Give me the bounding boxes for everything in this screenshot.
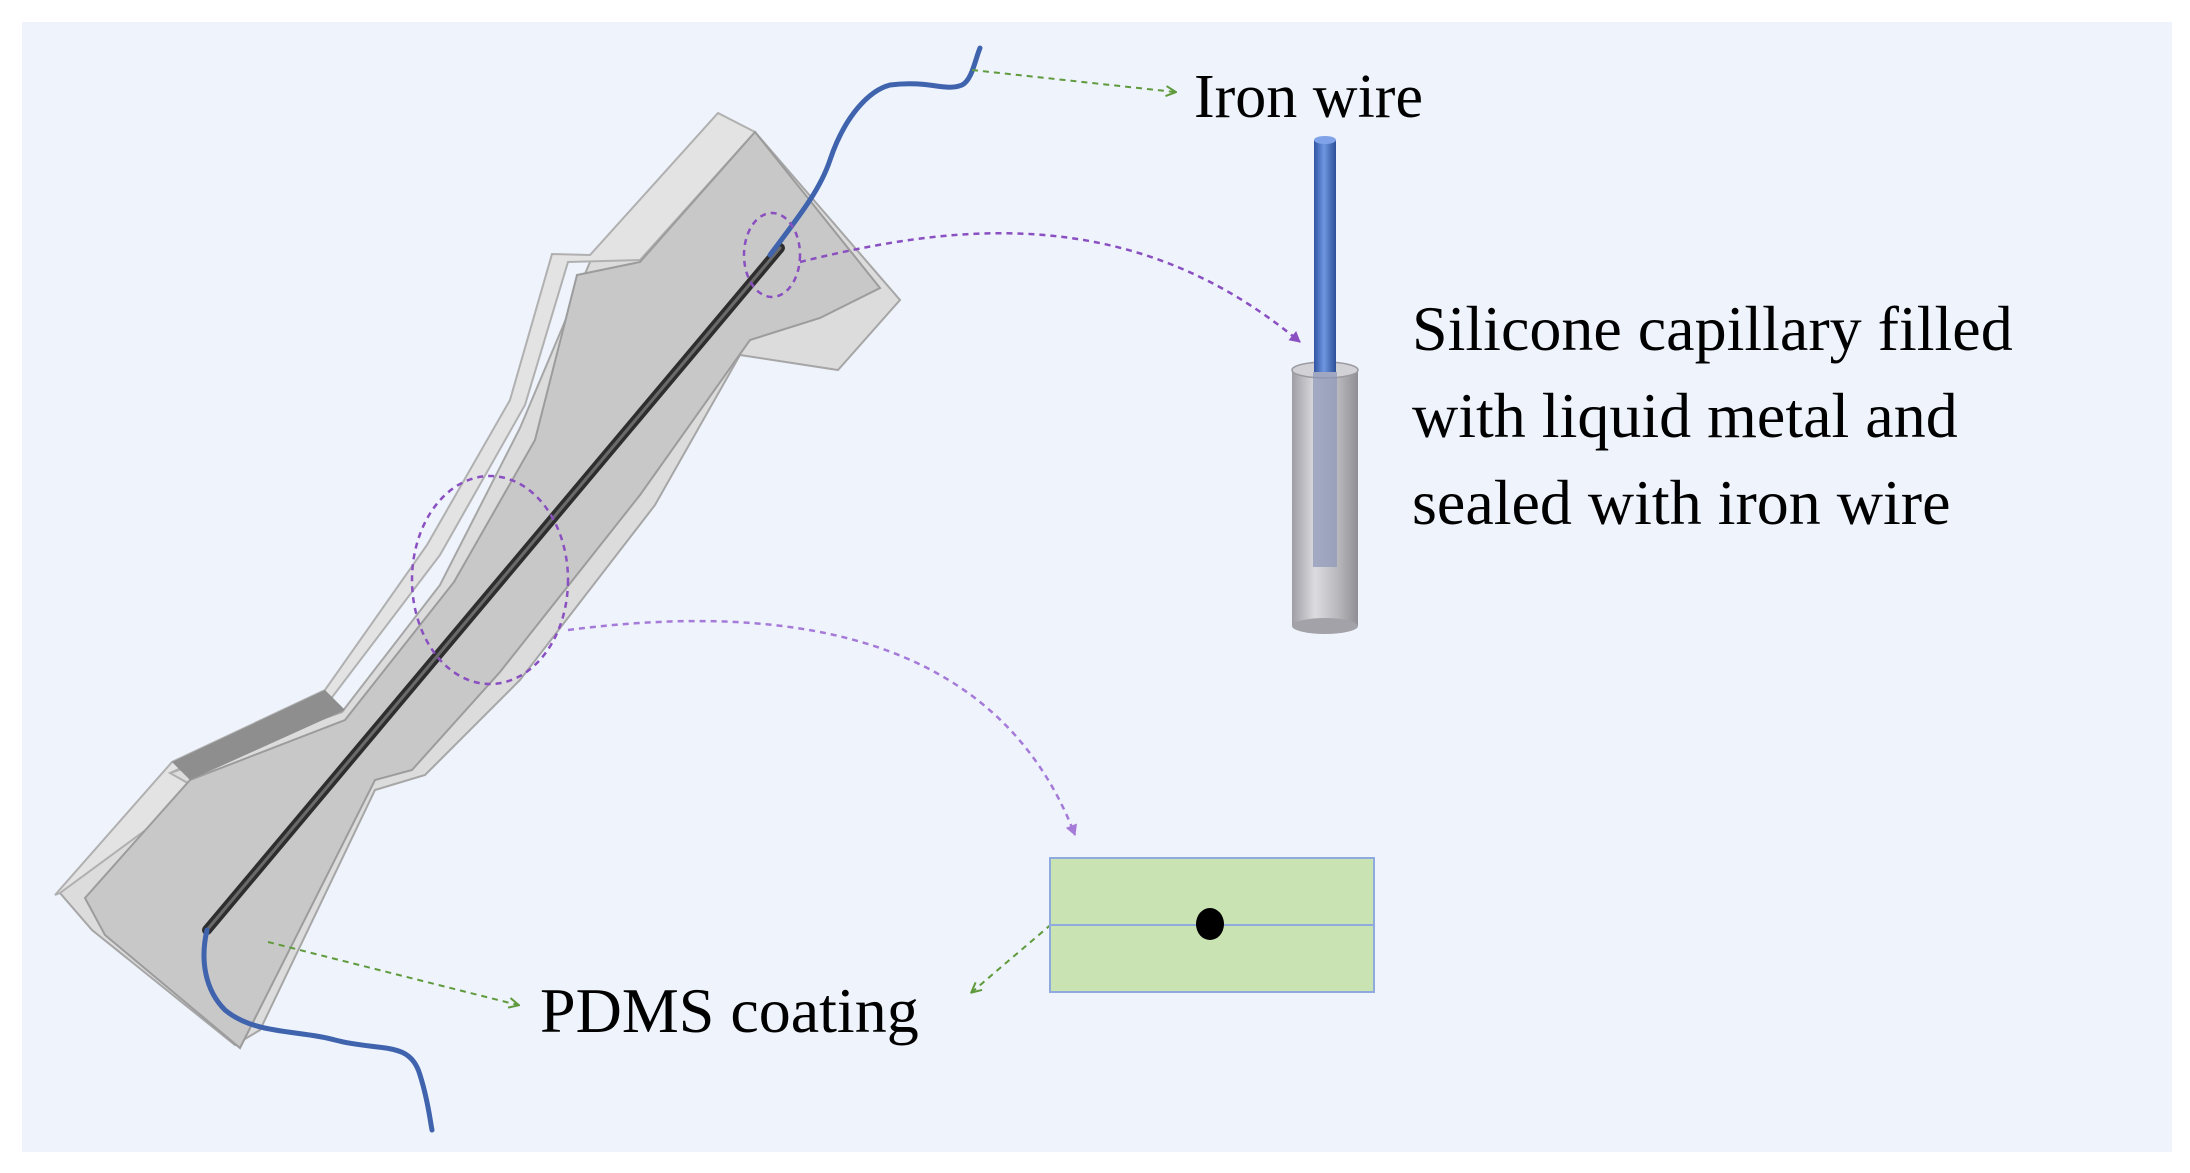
capillary-label-line2: with liquid metal and (1412, 380, 1958, 451)
arrow-to-capillary-detail (799, 231, 1301, 343)
iron-wire-top (767, 45, 983, 258)
specimen-thickness-face (54, 111, 757, 896)
arrow-to-pdms-label (267, 941, 518, 1005)
channel-highlight (205, 246, 782, 932)
capillary-label-line3: sealed with iron wire (1412, 467, 1951, 538)
dogbone-specimen (54, 111, 902, 1050)
iron-wire-bottom (201, 927, 435, 1133)
capillary-bottom-rim (1292, 618, 1358, 634)
cross-section-callout-circle (410, 474, 570, 686)
specimen-grip-shade (172, 690, 345, 780)
capillary-label-line1: Silicone capillary filled (1412, 293, 2013, 364)
wire-seal-callout-circle (742, 211, 802, 299)
arrow-to-iron-wire-label (971, 69, 1175, 92)
cross-section (1049, 857, 1375, 993)
cross-section-channel-dot (1196, 908, 1224, 940)
capillary-detail (1291, 136, 1359, 634)
iron-wire-label: Iron wire (1194, 63, 1423, 131)
liquid-metal-inner-core (1313, 372, 1337, 567)
arrow-to-cross-section (567, 619, 1078, 836)
iron-wire-rod (1314, 140, 1336, 372)
pdms-coating-label: PDMS coating (540, 975, 919, 1046)
iron-wire-rod-tip (1314, 136, 1336, 144)
